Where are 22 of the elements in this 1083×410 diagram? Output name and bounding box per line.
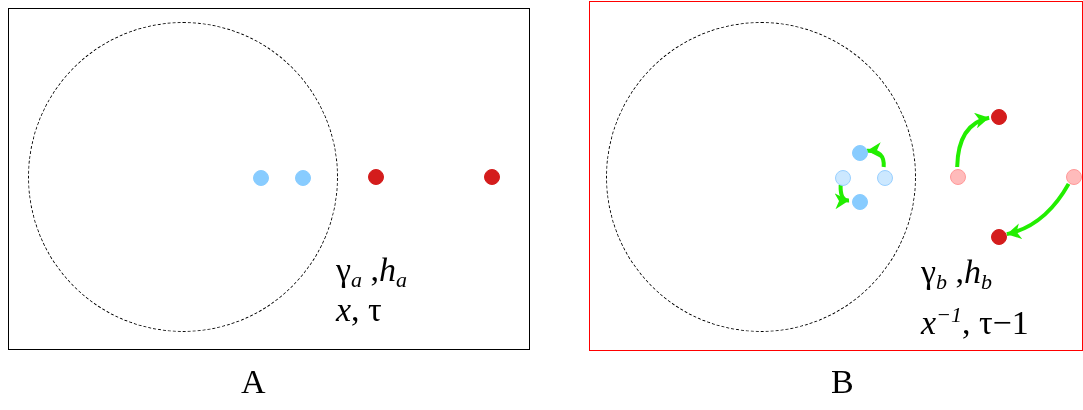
particle-dot [991, 229, 1007, 245]
variable-label: x, τ [336, 291, 382, 329]
panel-letter: B [831, 363, 854, 401]
particle-dot [1066, 169, 1082, 185]
particle-dot [991, 109, 1007, 125]
particle-dot [835, 170, 851, 186]
particle-dot [852, 145, 868, 161]
particle-dot [950, 169, 966, 185]
particle-dot [484, 169, 500, 185]
arrow [834, 184, 850, 209]
parameter-label: γ$_{a}$ ,h$_{a}$ [336, 251, 408, 294]
parameter-label: γ$_{b}$ ,h$_{b}$ [921, 253, 993, 296]
particle-dot [295, 170, 311, 186]
arrow [1006, 182, 1071, 239]
particle-dot [852, 194, 868, 210]
arrow [955, 113, 990, 168]
variable-label: x$^{−1}$, τ−1 [921, 301, 1029, 343]
particle-dot [253, 170, 269, 186]
particle-dot [877, 170, 893, 186]
arrow [867, 142, 886, 168]
panel-letter: A [241, 363, 266, 401]
particle-dot [368, 169, 384, 185]
